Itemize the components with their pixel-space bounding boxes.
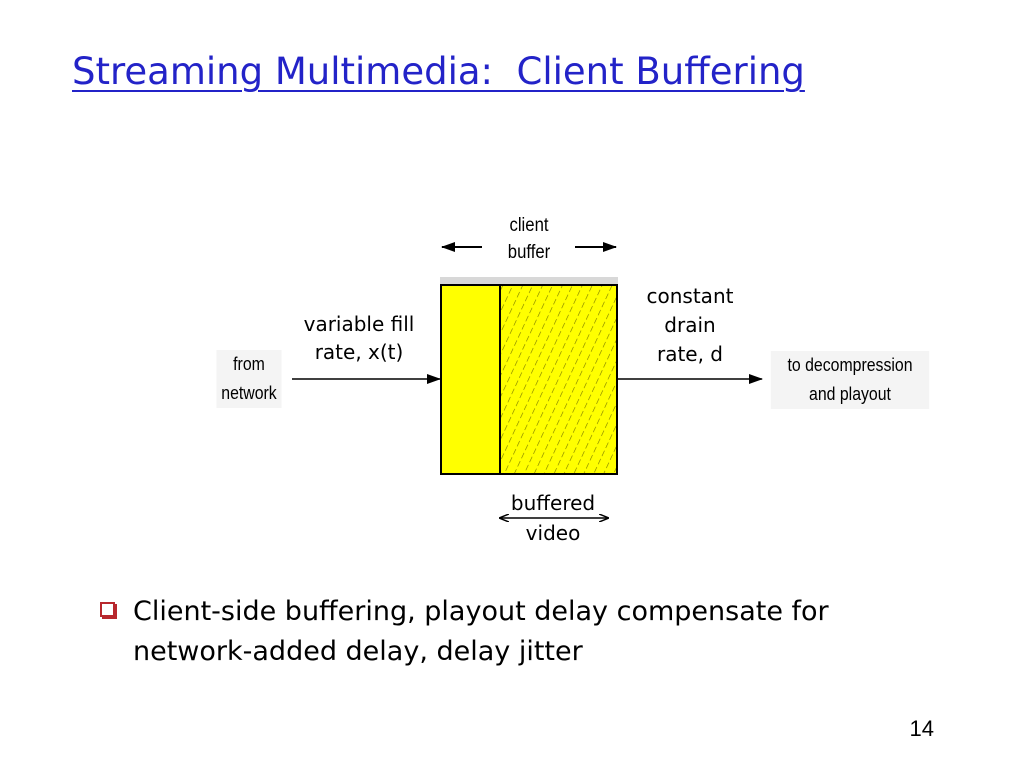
drain-rate-label: constant drain rate, d xyxy=(632,282,748,369)
destination-label: to decompression and playout xyxy=(770,351,930,409)
page-number: 14 xyxy=(909,716,934,741)
fill-rate-label: variable fill rate, x(t) xyxy=(286,310,432,366)
destination-label-line-1: to decompression xyxy=(787,355,913,375)
drain-rate-label-line-2: drain xyxy=(664,313,716,337)
drain-rate-label-line-1: constant xyxy=(646,284,734,308)
buffered-video-label-line-2: video xyxy=(525,521,581,545)
list-item: Client-side buffering, playout delay com… xyxy=(100,592,913,672)
square-bullet-icon xyxy=(100,602,117,619)
bullet-list: Client-side buffering, playout delay com… xyxy=(100,592,913,672)
destination-label-line-2: and playout xyxy=(809,384,891,404)
drain-rate-label-line-3: rate, d xyxy=(656,342,724,366)
source-label: from network xyxy=(216,350,282,408)
client-buffer-label: client buffer xyxy=(500,212,558,266)
buffered-video-label: buffered video xyxy=(490,488,616,548)
fill-rate-label-line-1: variable fill xyxy=(303,312,415,336)
source-label-line-2: network xyxy=(221,383,277,403)
buffered-video-region xyxy=(500,286,616,473)
buffer-top-strip xyxy=(440,277,618,286)
buffered-video-label-line-1: buffered xyxy=(510,491,596,515)
slide-title: Streaming Multimedia: Client Buffering xyxy=(72,50,805,93)
bullet-text: Client-side buffering, playout delay com… xyxy=(133,596,829,667)
client-buffer-label-line-1: client xyxy=(509,215,549,236)
client-buffer-label-line-2: buffer xyxy=(507,242,551,263)
source-label-line-1: from xyxy=(233,354,265,374)
fill-rate-label-line-2: rate, x(t) xyxy=(314,340,404,364)
